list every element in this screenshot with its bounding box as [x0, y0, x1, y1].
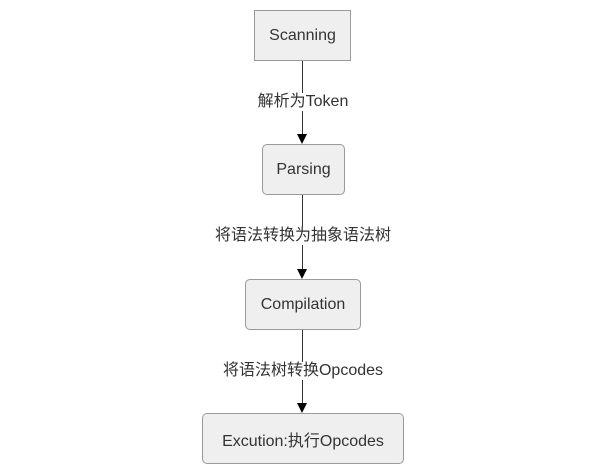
node-scanning-label: Scanning: [269, 26, 336, 44]
node-compilation: Compilation: [245, 279, 361, 330]
node-parsing-label: Parsing: [276, 160, 331, 178]
node-compilation-label: Compilation: [260, 295, 346, 313]
edge-label-to-opcodes: 将语法树转换Opcodes: [221, 362, 385, 380]
node-parsing: Parsing: [262, 144, 345, 195]
node-execution-label: Excution:执行Opcodes: [222, 432, 384, 450]
node-execution: Excution:执行Opcodes: [202, 413, 404, 464]
edge-label-build-ast: 将语法转换为抽象语法树: [213, 227, 393, 245]
arrowhead-icon: [297, 134, 307, 144]
arrowhead-icon: [297, 403, 307, 413]
edge-label-tokenize: 解析为Token: [256, 93, 350, 111]
node-scanning: Scanning: [254, 10, 351, 61]
arrowhead-icon: [297, 269, 307, 279]
